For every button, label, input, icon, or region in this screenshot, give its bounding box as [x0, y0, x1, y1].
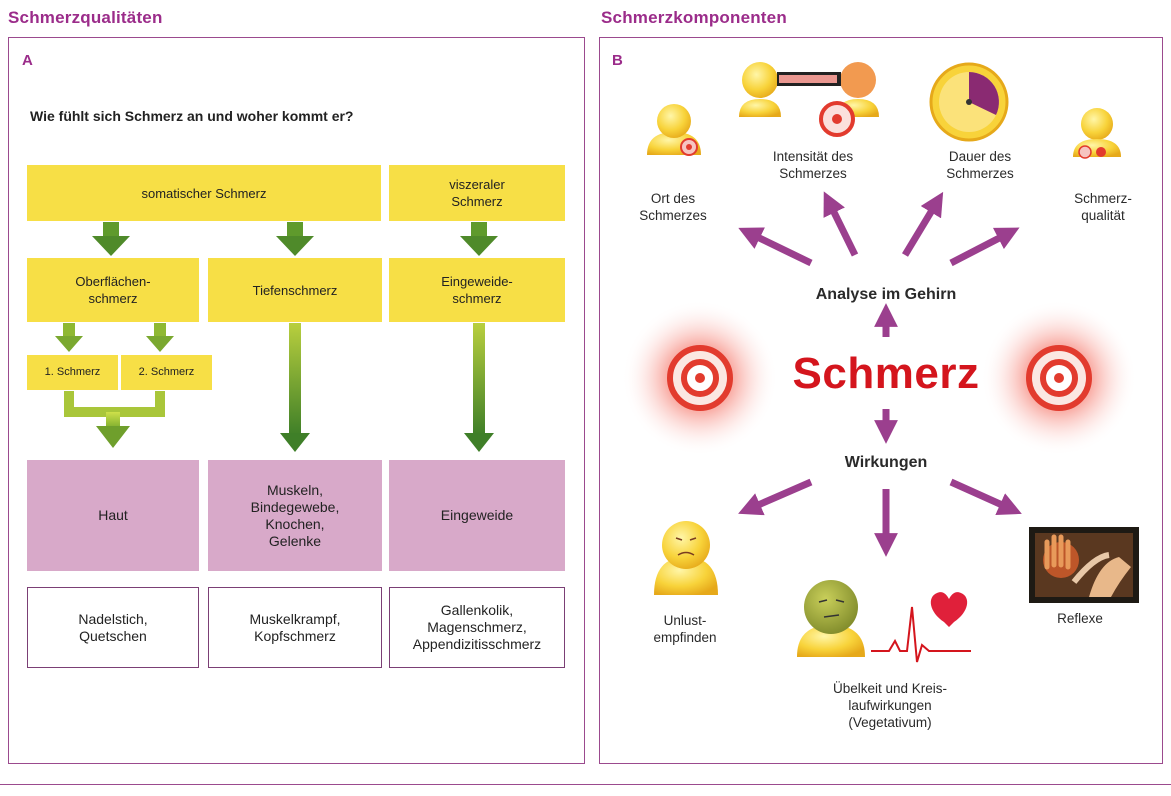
arrow-eingeweideschmerz-eingeweide [464, 323, 494, 452]
label-qualitaet: Schmerz- qualität [1058, 190, 1148, 224]
oberflaeche-line2: schmerz [88, 291, 138, 306]
dauer-line1: Dauer des [948, 149, 1012, 164]
bottom-divider [0, 784, 1171, 785]
muskeln-line2: Bindegewebe, [250, 498, 340, 515]
eingeweide-label: Eingeweide [440, 507, 514, 523]
ex-haut-line1: Nadelstich, [78, 610, 148, 627]
quality-figure-icon [1073, 108, 1121, 159]
unlust-line2: empfinden [653, 630, 717, 645]
uebelkeit-line1: Übelkeit und Kreis- [832, 681, 948, 696]
intensitaet-line1: Intensität des [772, 149, 854, 164]
ex-haut-line2: Quetschen [79, 627, 147, 644]
box-oberflaeche: Oberflächen-schmerz [27, 258, 199, 322]
clock-icon [929, 62, 1009, 142]
label-wirkungen: Wirkungen [844, 454, 928, 471]
panel-b-letter: B [612, 52, 623, 69]
target-right-icon [981, 300, 1137, 456]
box-muskeln: Muskeln, Bindegewebe, Knochen, Gelenke [208, 460, 382, 571]
visceral-line1: viszeraler [449, 177, 505, 192]
heart-icon [930, 592, 968, 627]
box-haut: Haut [27, 460, 199, 571]
ex-eingeweide-line1: Gallenkolik, [440, 602, 514, 618]
schmerz2-label: 2. Schmerz [138, 366, 195, 378]
qualitaet-line1: Schmerz- [1074, 191, 1132, 206]
box-tiefen: Tiefenschmerz [208, 258, 382, 322]
visceral-line2: Schmerz [451, 194, 503, 209]
target-left-icon [622, 300, 778, 456]
label-intensitaet: Intensität des Schmerzes [743, 148, 883, 182]
arrow-visceral-eingeweide [460, 222, 498, 256]
haut-label: Haut [98, 507, 128, 523]
panel-a-letter: A [22, 52, 33, 69]
nausea-figure-icon [797, 580, 865, 657]
ex-eingeweide-line3: Appendizitisschmerz [412, 636, 542, 652]
intensitaet-line2: Schmerzes [779, 166, 847, 181]
eingeweide-schmerz-line1: Eingeweide- [441, 274, 513, 289]
label-schmerz: Schmerz [792, 349, 980, 398]
box-example-haut: Nadelstich,Quetschen [27, 587, 199, 668]
intensity-figure-icon [739, 62, 879, 137]
label-dauer: Dauer des Schmerzes [920, 148, 1040, 182]
muskeln-line3: Knochen, [265, 515, 325, 532]
reflex-photo-icon [1029, 527, 1139, 603]
box-somatic: somatischer Schmerz [27, 165, 381, 221]
left-section-title: Schmerzqualitäten [8, 8, 163, 27]
muskeln-line4: Gelenke [268, 532, 322, 549]
arrow-somatic-tiefen [276, 222, 314, 256]
box-eingeweide: Eingeweide [389, 460, 565, 571]
ex-muskeln-line2: Kopfschmerz [254, 627, 336, 644]
ecg-icon [871, 606, 971, 663]
label-reflexe: Reflexe [1057, 611, 1103, 626]
arrow-to-haut [96, 426, 130, 448]
component-arrows [738, 191, 1022, 557]
arrow-oberflaeche-schmerz2 [146, 323, 174, 352]
label-analyse: Analyse im Gehirn [815, 286, 957, 303]
panel-a-arrows [55, 222, 498, 452]
oberflaeche-line1: Oberflächen- [75, 274, 151, 289]
arrow-tiefen-muskeln [280, 323, 310, 452]
label-unlust: Unlust- empfinden [630, 612, 740, 646]
box-eingeweide-schmerz: Eingeweide-schmerz [389, 258, 565, 322]
panel-a-question: Wie fühlt sich Schmerz an und woher komm… [30, 108, 354, 124]
somatic-label: somatischer Schmerz [141, 185, 267, 201]
ort-line1: Ort des [650, 191, 696, 206]
qualitaet-line2: qualität [1081, 208, 1125, 223]
dauer-line2: Schmerzes [946, 166, 1014, 181]
right-section-title: Schmerzkomponenten [601, 8, 787, 27]
uebelkeit-line2: laufwirkungen [848, 698, 932, 713]
box-example-eingeweide: Gallenkolik, Magenschmerz, Appendizitiss… [389, 587, 565, 668]
box-example-muskeln: Muskelkrampf,Kopfschmerz [208, 587, 382, 668]
ex-eingeweide-line2: Magenschmerz, [427, 619, 527, 635]
label-uebelkeit: Übelkeit und Kreis- laufwirkungen (Veget… [790, 680, 990, 731]
unlust-line1: Unlust- [663, 613, 707, 628]
box-schmerz1: 1. Schmerz [27, 355, 118, 390]
merge-bracket [64, 391, 165, 417]
box-schmerz2: 2. Schmerz [121, 355, 212, 390]
ex-muskeln-line1: Muskelkrampf, [249, 610, 341, 627]
schmerz1-label: 1. Schmerz [44, 366, 101, 378]
arrow-oberflaeche-schmerz1 [55, 323, 83, 352]
tiefen-label: Tiefenschmerz [252, 282, 338, 298]
ort-figure-icon [647, 104, 701, 156]
unlust-figure-icon [654, 521, 718, 595]
arrow-somatic-oberflaeche [92, 222, 130, 256]
panel-b-graphics [622, 62, 1139, 663]
uebelkeit-line3: (Vegetativum) [848, 715, 932, 730]
ort-line2: Schmerzes [639, 208, 707, 223]
label-ort: Ort des Schmerzes [618, 190, 728, 224]
eingeweide-schmerz-line2: schmerz [452, 291, 502, 306]
muskeln-line1: Muskeln, [266, 481, 324, 498]
